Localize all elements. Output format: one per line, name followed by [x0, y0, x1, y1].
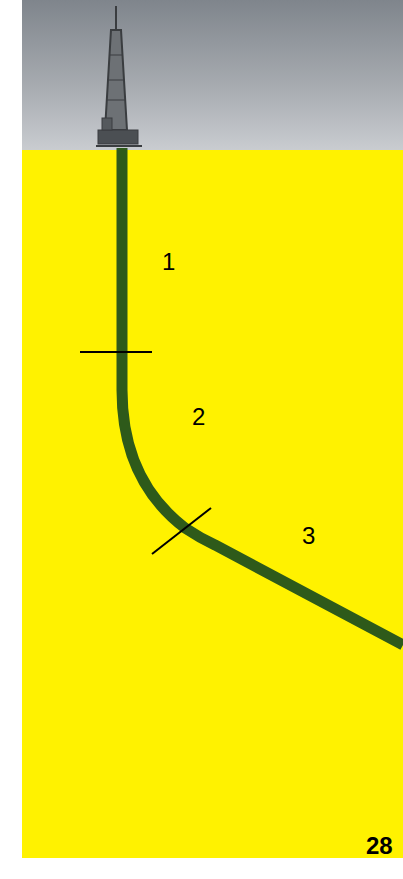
page-number: 28 — [366, 834, 393, 858]
wellbore — [122, 148, 403, 645]
section-number: 2 — [192, 405, 205, 429]
section-tick — [80, 351, 152, 353]
section-number: 3 — [302, 524, 315, 548]
sky-band — [22, 0, 403, 150]
section-tick — [152, 508, 211, 554]
section-number: 1 — [162, 250, 175, 274]
drilling-rig — [96, 6, 142, 146]
ground — [22, 150, 403, 858]
